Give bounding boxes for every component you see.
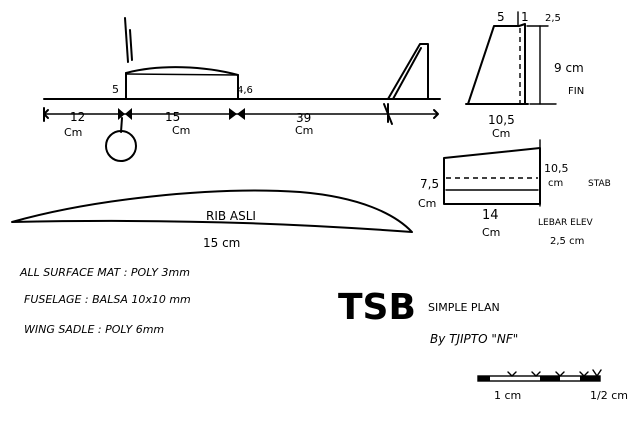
fin-side-edge — [392, 47, 422, 100]
material-notes: ALL SURFACE MAT : POLY 3mm FUSELAGE : BA… — [19, 266, 191, 336]
dim-start-arrow — [43, 107, 49, 122]
fin-height: 9 cm — [554, 61, 584, 75]
stab-label: STAB — [588, 179, 611, 189]
scale-bar-ticks — [507, 369, 602, 378]
fin-detail: 5 1 2,5 9 cm FIN 10,5 Cm — [465, 10, 584, 140]
scale-right-label: 1/2 cm — [590, 389, 628, 402]
fin-base: 10,5 — [488, 113, 515, 127]
fin-top-2-5: 2,5 — [545, 13, 561, 24]
stab-right-unit: cm — [548, 178, 563, 189]
rib-length: 15 cm — [203, 236, 240, 250]
wing-side-profile — [125, 66, 239, 76]
stab-outline — [443, 147, 541, 205]
fin-side-outline — [387, 43, 429, 100]
rib-airfoil — [11, 189, 413, 233]
launch-stick — [124, 17, 133, 63]
height-5-label: 5 — [112, 83, 119, 96]
scale-bar-seg-1 — [478, 376, 490, 381]
fin-label: FIN — [568, 86, 584, 97]
elevator-label: LEBAR ELEV — [538, 218, 594, 228]
dim-12-value: 12 — [70, 110, 85, 124]
dim-15-unit: Cm — [172, 124, 190, 137]
stab-left-unit: Cm — [418, 197, 436, 210]
dim-mark-1 — [118, 108, 132, 120]
stab-span: 14 — [482, 208, 499, 223]
plan-title: TSB — [338, 287, 416, 328]
scale-bar-seg-2 — [540, 376, 560, 381]
stab-span-unit: Cm — [482, 226, 500, 239]
dim-39-value: 39 — [296, 111, 311, 125]
dim-mark-2 — [229, 108, 245, 120]
stab-detail: 7,5 Cm 10,5 cm STAB 14 Cm LEBAR ELEV 2,5… — [418, 139, 611, 247]
scale-left-label: 1 cm — [494, 389, 521, 402]
side-view: 5 4,6 12 Cm 15 Cm 39 Cm — [43, 17, 441, 162]
height-4-6-label: 4,6 — [237, 85, 253, 96]
wing-chord-line — [125, 73, 239, 76]
stab-right-height: 10,5 — [544, 162, 569, 175]
dim-15-value: 15 — [165, 110, 180, 124]
fin-top-5: 5 — [497, 10, 505, 24]
fin-top-1: 1 — [521, 10, 529, 24]
scale-bar: 1 cm 1/2 cm — [477, 369, 628, 402]
dim-12-unit: Cm — [64, 126, 82, 139]
dim-39-unit: Cm — [295, 124, 313, 137]
rib-section: RIB ASLI 15 cm — [11, 189, 413, 250]
wheel-strut — [120, 117, 123, 133]
scale-bar-seg-3 — [580, 376, 600, 381]
dim-end-arrow — [433, 109, 439, 119]
note-surface-material: ALL SURFACE MAT : POLY 3mm — [19, 266, 190, 279]
wheel-circle — [105, 130, 137, 162]
stab-left-height: 7,5 — [420, 177, 439, 191]
plan-author: By TJIPTO "NF" — [430, 332, 518, 346]
dim-mark-3 — [383, 103, 393, 125]
fin-base-unit: Cm — [492, 127, 510, 140]
plan-subtitle: SIMPLE PLAN — [428, 301, 500, 314]
rib-label: RIB ASLI — [206, 209, 256, 223]
fin-outline — [467, 23, 526, 105]
elevator-value: 2,5 cm — [550, 236, 584, 247]
note-fuselage: FUSELAGE : BALSA 10x10 mm — [24, 293, 191, 306]
title-block: TSB SIMPLE PLAN By TJIPTO "NF" — [338, 287, 518, 346]
note-wing-saddle: WING SADLE : POLY 6mm — [24, 323, 164, 336]
